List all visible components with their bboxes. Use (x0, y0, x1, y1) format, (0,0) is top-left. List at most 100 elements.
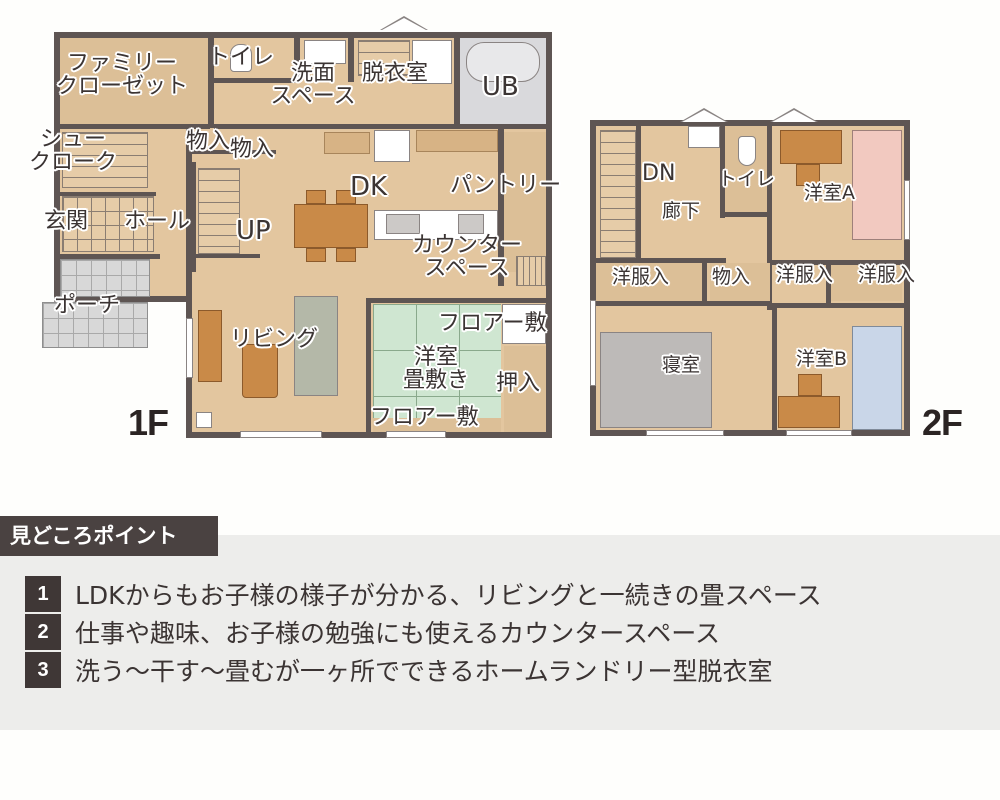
window (904, 180, 910, 240)
double-bed-icon (600, 332, 712, 428)
label-line: クローク (28, 150, 117, 176)
room-label-bedroom: 寝室 (662, 354, 701, 376)
window (386, 431, 446, 438)
sink-icon (386, 214, 420, 234)
family-closet-area (60, 38, 210, 126)
point-item-2: 2 仕事や趣味、お子様の勉強にも使えるカウンタースペース (25, 614, 720, 650)
highlight-points-panel (0, 535, 1000, 730)
chair-a-icon (796, 164, 820, 186)
room-label-pantry: パントリー (450, 173, 562, 198)
washbasin-icon (304, 40, 346, 64)
porch-step-tiles (42, 302, 148, 348)
drying-rack-icon (358, 40, 410, 76)
fridge-icon (374, 130, 410, 162)
floor-tag-1f: 1F (128, 402, 169, 443)
room-label-storage-b: 物入 (230, 137, 275, 162)
stairs-1f (198, 168, 240, 254)
wall-segment (725, 212, 771, 217)
room-label-closet: 押入 (496, 371, 541, 396)
window (786, 430, 852, 436)
wall-segment (214, 78, 300, 83)
sofa-icon (294, 296, 338, 396)
room-label-stairs-up: UP (236, 216, 271, 246)
window (590, 300, 596, 386)
flooring-strip-top (502, 304, 546, 344)
room-label-hallway: 廊下 (662, 200, 701, 222)
toilet-fixture-icon (230, 44, 252, 72)
room-label-closet-left: 洋服入 (612, 266, 670, 288)
room-label-entrance: 玄関 (44, 209, 89, 234)
room-label-counter-space: カウンター スペース (402, 234, 532, 280)
bed-b-icon (852, 326, 902, 430)
point-number-badge: 1 (25, 576, 61, 612)
vent-icon (380, 16, 428, 30)
label-line: クローゼット (55, 74, 188, 100)
label-line: ファミリー (66, 51, 177, 76)
washing-machine-icon (412, 40, 452, 84)
point-number-badge: 3 (25, 652, 61, 688)
closet-left-area (596, 263, 702, 301)
wall-segment (366, 298, 552, 303)
closet-right-area (830, 265, 902, 301)
toilet-2f-icon (738, 136, 756, 166)
wall-segment (826, 265, 831, 307)
room-label-closet-mid: 洋服入 (776, 264, 834, 286)
label-line: スペース (424, 256, 510, 282)
room-label-living: リビング (230, 327, 319, 352)
floor-plan-1f: ファミリー クローゼット トイレ 洗面 スペース 脱衣室 UB シュー クローク… (29, 16, 562, 438)
wall-segment (190, 162, 196, 272)
label-line: カウンター (411, 233, 522, 258)
wall-segment (767, 126, 772, 310)
point-item-3: 3 洗う〜干す〜畳むが一ヶ所でできるホームランドリー型脱衣室 (25, 652, 773, 688)
toilet-1f-area (214, 38, 298, 80)
point-item-1: 1 LDKからもお子様の様子が分かる、リビングと一続きの畳スペース (25, 576, 822, 612)
room-label-toilet-1f: トイレ (208, 45, 275, 70)
room-label-porch: ポーチ (54, 293, 121, 318)
entrance-floor (62, 196, 154, 252)
wall-segment (208, 32, 214, 128)
highlight-points-title: 見どころポイント (0, 516, 218, 556)
point-text: LDKからもお子様の様子が分かる、リビングと一続きの畳スペース (75, 581, 822, 610)
room-label-shoe-cloak: シュー クローク (18, 128, 128, 174)
label-line: シュー (39, 127, 106, 152)
room-label-room-b: 洋室B (796, 348, 848, 370)
room-label-flooring-top: フロアー敷 (438, 311, 547, 336)
room-label-western-tatami: 洋室 畳敷き (396, 346, 476, 392)
bathtub-icon (466, 42, 540, 82)
shoe-cloak-shelves (62, 132, 148, 188)
room-label-unit-bath: UB (482, 72, 519, 102)
stove-icon (458, 214, 484, 234)
wall-segment (60, 124, 210, 129)
room-label-flooring-bottom: フロアー敷 (370, 405, 479, 430)
label-line: スペース (270, 84, 356, 110)
pillar-icon (196, 412, 212, 428)
flooring-strip-bottom (373, 418, 501, 432)
point-number-badge: 2 (25, 614, 61, 650)
wall-segment (772, 306, 777, 432)
room-label-storage-2f: 物入 (712, 266, 751, 288)
storage-2f-area (710, 263, 770, 301)
dining-table-icon (294, 204, 368, 248)
room-label-room-a: 洋室A (804, 182, 855, 204)
wall-segment (190, 150, 276, 154)
wall-segment (454, 32, 460, 126)
chair-icon (336, 190, 356, 204)
room-label-closet-right: 洋服入 (858, 264, 916, 286)
desk-b-icon (778, 396, 840, 428)
chair-icon (336, 248, 356, 262)
chair-icon (306, 248, 326, 262)
vent-icon (770, 108, 818, 122)
room-label-storage-a: 物入 (186, 129, 231, 154)
chair-b-icon (798, 374, 822, 396)
wall-segment (294, 32, 300, 82)
vent-icon (680, 108, 728, 122)
wall-segment (348, 32, 354, 82)
wall-segment (190, 254, 260, 258)
wall-segment (60, 192, 156, 196)
room-label-dk: DK (350, 172, 388, 202)
wall-segment (702, 263, 707, 305)
stairs-2f (600, 130, 636, 258)
stairs-storage (516, 256, 546, 286)
window (646, 430, 724, 436)
label-line: 洋室 (413, 345, 458, 370)
